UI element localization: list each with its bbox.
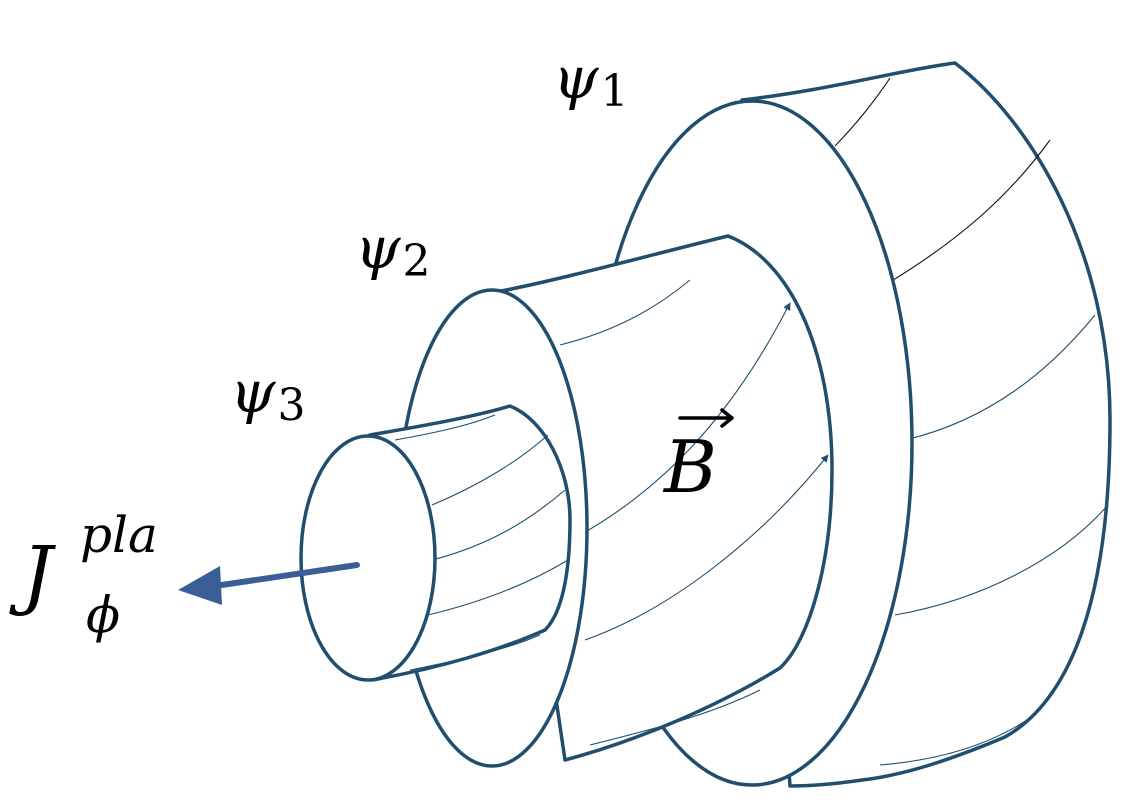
flux-surface-1-field-lines <box>834 77 1109 766</box>
vector-arrow-icon <box>678 408 734 428</box>
psi-1-label: ψ1 <box>553 44 628 117</box>
plasma-current-label: J pla ϕ <box>9 506 158 644</box>
psi-3-label: ψ3 <box>230 358 305 431</box>
plasma-current-arrow <box>178 562 360 605</box>
current-arrow-head <box>178 566 222 605</box>
current-symbol: J <box>9 529 56 618</box>
psi-2-label: ψ2 <box>355 214 430 287</box>
flux-surface-2-field-lines <box>559 279 829 746</box>
magnetic-field-symbol: B <box>662 425 717 509</box>
flux-surface-2-wall <box>494 234 834 762</box>
magnetic-field-label: B <box>662 408 734 509</box>
flux-surface-3-face <box>299 434 437 682</box>
current-subscript: ϕ <box>86 586 120 644</box>
current-superscript: pla <box>80 506 158 564</box>
current-arrow-shaft <box>212 562 360 589</box>
flux-surface-3 <box>299 404 572 682</box>
flux-surface-3-field-lines <box>394 414 569 671</box>
